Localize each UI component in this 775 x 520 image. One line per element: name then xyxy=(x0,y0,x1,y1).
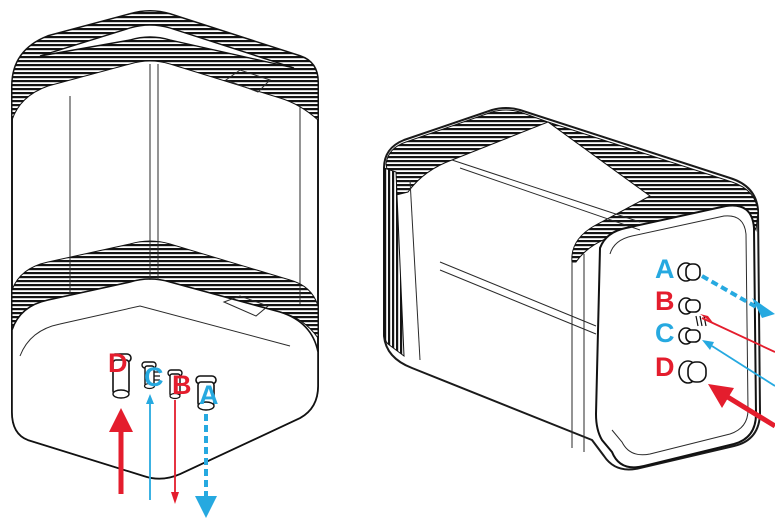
vertical-heater-top-ribs xyxy=(11,10,319,122)
vertical-heater-top-cap xyxy=(39,24,295,69)
label-b-left: B xyxy=(172,370,192,400)
vertical-heater-flow-arrows xyxy=(109,394,217,518)
fitting-a-right xyxy=(677,262,701,282)
horizontal-heater-end-ribs xyxy=(383,167,405,358)
arrow-a-right-outlet xyxy=(701,274,775,318)
arrow-d-right-inlet xyxy=(708,384,775,429)
fitting-d-right xyxy=(678,360,707,384)
arrow-b-left xyxy=(171,400,179,504)
label-b-right: B xyxy=(655,286,675,316)
horizontal-heater-front-face xyxy=(594,204,758,469)
label-c-left: C xyxy=(144,362,164,392)
arrow-a-left-outlet xyxy=(195,414,217,518)
vertical-heater-fittings xyxy=(110,353,217,411)
label-a-right: A xyxy=(655,254,675,284)
arrow-c-right xyxy=(702,340,775,387)
horizontal-heater xyxy=(383,107,761,471)
label-d-left: D xyxy=(108,348,128,378)
label-a-left: A xyxy=(199,380,219,410)
arrow-c-left xyxy=(146,394,154,500)
arrow-d-left-inlet xyxy=(109,408,133,494)
fitting-c-left xyxy=(141,361,160,390)
horizontal-heater-flow-arrows xyxy=(700,274,775,429)
label-c-right: C xyxy=(655,318,675,348)
horizontal-heater-fittings xyxy=(677,262,707,384)
horizontal-heater-left-ribs xyxy=(385,109,550,197)
label-d-right: D xyxy=(655,352,675,382)
arrow-b-right xyxy=(700,314,775,353)
fitting-b-right xyxy=(678,297,707,327)
fitting-b-left xyxy=(167,369,183,400)
vertical-heater-bottom-cap xyxy=(11,278,319,480)
fitting-d-left xyxy=(110,353,132,399)
fitting-a-left xyxy=(195,375,217,411)
fitting-c-right xyxy=(678,327,701,345)
vertical-heater xyxy=(11,10,319,480)
